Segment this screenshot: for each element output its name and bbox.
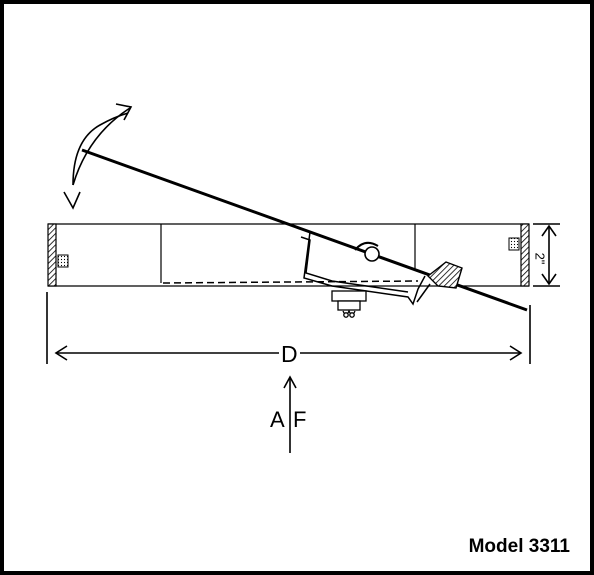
blade-bracket	[296, 227, 431, 306]
counterweight	[426, 261, 463, 289]
model-label: Model 3311	[468, 536, 570, 557]
rotation-arrow	[72, 107, 131, 186]
diameter-label: D	[279, 341, 300, 367]
latch-assembly	[331, 290, 367, 318]
airflow-arrow	[283, 375, 297, 453]
airflow-label-f: F	[293, 407, 307, 432]
rotation-arrowhead-bottom	[63, 191, 81, 210]
left-gasket	[47, 223, 69, 287]
airflow-label-a: A	[270, 407, 285, 432]
rotation-arrowhead-top	[115, 103, 133, 121]
blade-stop-line	[162, 280, 419, 284]
height-dimension	[533, 223, 560, 287]
height-label: 2"	[532, 251, 548, 266]
pivot-pin	[364, 246, 380, 262]
right-gasket	[508, 223, 530, 287]
